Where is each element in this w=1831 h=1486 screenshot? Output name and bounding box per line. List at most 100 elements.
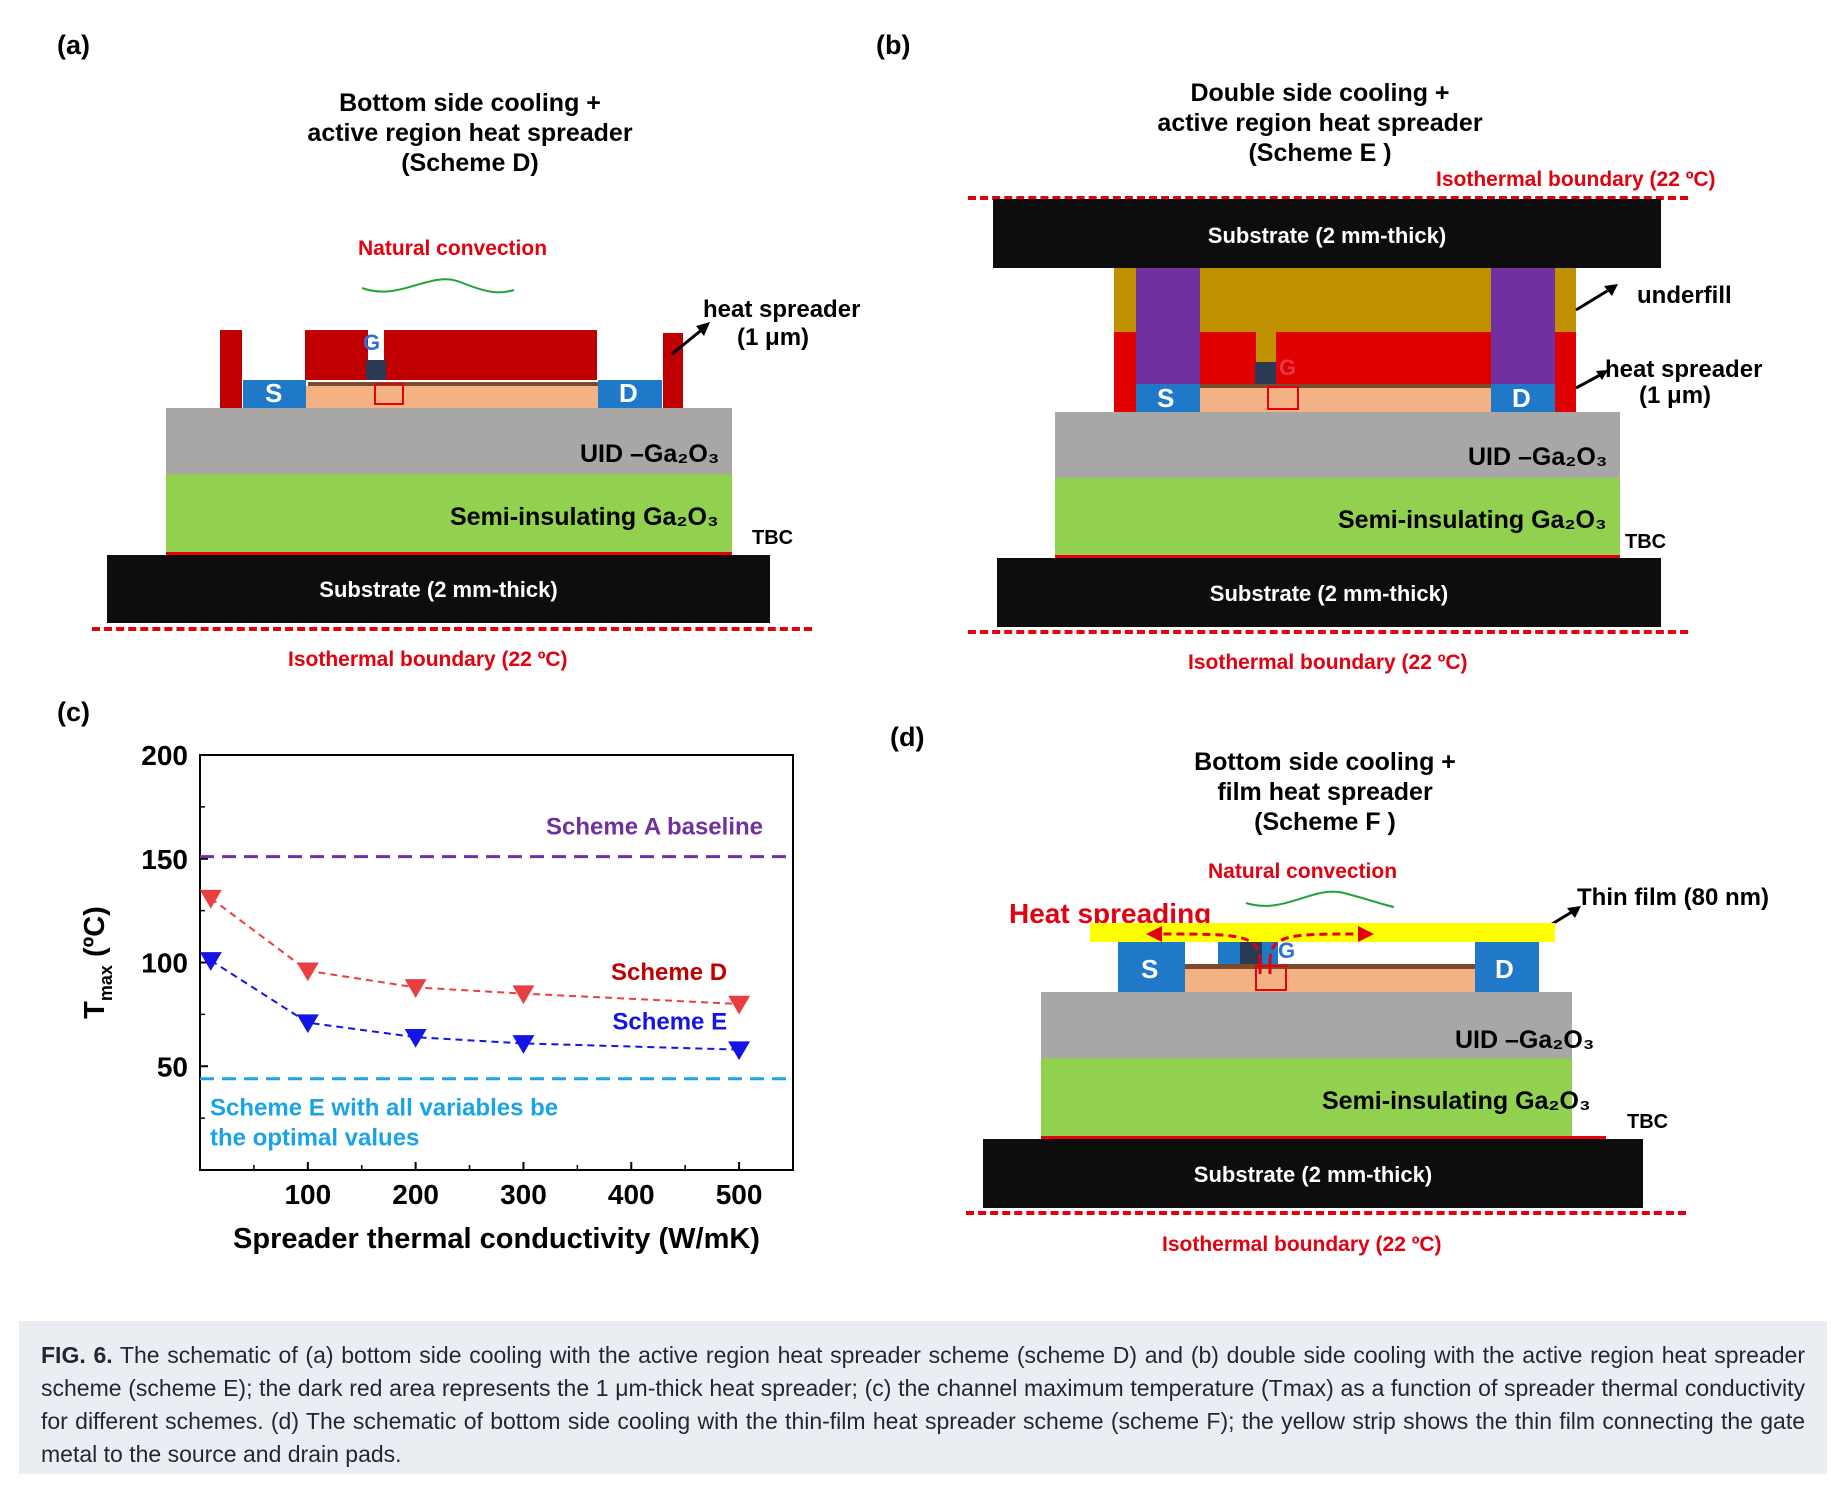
data-point: [199, 889, 222, 909]
x-tick-label: 200: [392, 1179, 439, 1210]
label-line: heat spreader: [703, 296, 861, 323]
channel-line-d: [1185, 964, 1475, 969]
series-line: [210, 959, 740, 1051]
tbc-line-d: [1041, 1136, 1606, 1139]
spreader-pillar-right: [663, 333, 683, 408]
x-tick-label: 500: [716, 1179, 763, 1210]
y-tick-label: 100: [141, 948, 188, 979]
convection-wave-icon: [1245, 890, 1395, 908]
source-label-d: S: [1141, 954, 1159, 984]
gate-electrode: [366, 360, 386, 380]
panel-d-label: (d): [890, 722, 925, 752]
heat-spreader-label-b: heat spreader (1 μm): [1605, 357, 1762, 409]
arrow-icon: [1575, 370, 1608, 390]
label-line: heat spreader: [1605, 356, 1763, 383]
x-tick-label: 400: [608, 1179, 655, 1210]
x-tick-label: 300: [500, 1179, 547, 1210]
underfill-gate-gap: [1256, 332, 1276, 362]
panel-a-title: Bottom side cooling + active region heat…: [260, 88, 680, 178]
data-point: [296, 1014, 319, 1034]
gate-label-b: G: [1279, 355, 1297, 380]
source-pad-b: [1136, 384, 1200, 412]
natural-convection-label-d: Natural convection: [1208, 860, 1398, 883]
underfill-label: underfill: [1637, 282, 1732, 309]
data-point: [404, 979, 427, 998]
panel-d-title: Bottom side cooling + film heat spreader…: [1125, 747, 1525, 837]
channel-layer-d: [1185, 969, 1475, 992]
gate-electrode-b: [1255, 362, 1276, 384]
title-line: (Scheme D): [401, 149, 539, 177]
source-label: S: [265, 378, 283, 408]
isothermal-boundary-line-d: [966, 1211, 1686, 1215]
tbc-line-b: [1055, 555, 1620, 558]
caption-figure-number: FIG. 6.: [41, 1342, 113, 1368]
caption-text: The schematic of (a) bottom side cooling…: [41, 1342, 1805, 1467]
substrate-bottom: [107, 555, 770, 623]
drain-label-b: D: [1512, 383, 1531, 413]
title-line: Bottom side cooling +: [339, 89, 601, 117]
hotspot-box-b: [1267, 386, 1299, 410]
y-tick-label: 150: [141, 844, 188, 875]
gate-label: G: [363, 330, 381, 355]
heat-spreader-label: heat spreader (1 μm): [703, 296, 860, 352]
substrate-bottom-b: [997, 558, 1661, 627]
via-right: [1491, 268, 1555, 384]
semi-insulating-layer-b: [1055, 478, 1620, 557]
x-tick-label: 100: [284, 1179, 331, 1210]
spreader-pillar-left: [220, 330, 242, 408]
heat-spreader-block: [305, 330, 597, 380]
uid-label-d: UID –Ga₂O₃: [1455, 1026, 1595, 1054]
uid-layer-d: [1041, 992, 1572, 1058]
source-pad: [243, 380, 306, 408]
figure-caption: FIG. 6. The schematic of (a) bottom side…: [19, 1321, 1827, 1474]
title-line: (Scheme E ): [1248, 139, 1392, 167]
data-point: [404, 1028, 427, 1048]
substrate-label: Substrate (2 mm-thick): [319, 577, 558, 602]
tbc-label: TBC: [752, 527, 794, 549]
underfill-left: [1114, 268, 1136, 332]
title-line: Bottom side cooling +: [1194, 748, 1456, 776]
reference-line-label: the optimal values: [210, 1125, 419, 1152]
isothermal-top-line: [968, 196, 1688, 200]
tbc-label-d: TBC: [1627, 1111, 1669, 1133]
source-label-b: S: [1157, 383, 1175, 413]
series-label: Scheme D: [611, 959, 727, 986]
y-axis-label: Tmax (ºC): [79, 906, 116, 1019]
data-point: [728, 1041, 751, 1061]
substrate-label-b: Substrate (2 mm-thick): [1209, 581, 1449, 606]
convection-wave-icon: [361, 278, 515, 294]
panel-b-label: (b): [876, 30, 911, 60]
title-line: active region heat spreader: [1157, 109, 1483, 137]
drain-pad-b: [1491, 384, 1555, 412]
series-group: Scheme D Scheme E: [199, 889, 751, 1061]
gate-label-d: G: [1278, 938, 1296, 963]
isothermal-top-label: Isothermal boundary (22 ºC): [1436, 168, 1716, 191]
uid-label: UID –Ga₂O₃: [580, 440, 720, 468]
drain-label: D: [619, 378, 638, 408]
panel-a-label: (a): [57, 30, 90, 60]
title-line: (Scheme F ): [1254, 808, 1396, 836]
chart-labels: Spreader thermal conductivity (W/mK)Tmax…: [79, 906, 760, 1255]
hotspot-box: [374, 383, 404, 405]
data-point: [512, 985, 535, 1005]
series-line: [210, 897, 740, 1005]
gate-gap: [368, 330, 384, 360]
isothermal-label-d: Isothermal boundary (22 ºC): [1162, 1233, 1442, 1256]
semi-insulating-label-b: Semi-insulating Ga₂O₃: [1338, 506, 1607, 534]
substrate-top: [993, 199, 1661, 268]
semi-insulating-label-d: Semi-insulating Ga₂O₃: [1322, 1087, 1591, 1115]
heat-spreading-arrows-icon: [1146, 926, 1374, 974]
series-label: Scheme E: [612, 1009, 727, 1036]
substrate-label-d: Substrate (2 mm-thick): [1193, 1162, 1433, 1187]
data-point: [296, 962, 319, 982]
arrow-icon: [671, 322, 710, 356]
source-pad-d: [1118, 942, 1185, 992]
isothermal-label-b: Isothermal boundary (22 ºC): [1188, 651, 1468, 674]
panel-b-title: Double side cooling + active region heat…: [1120, 78, 1520, 168]
channel-line-b: [1200, 384, 1491, 388]
drain-pad: [598, 380, 662, 408]
tbc-label-b: TBC: [1625, 531, 1667, 553]
